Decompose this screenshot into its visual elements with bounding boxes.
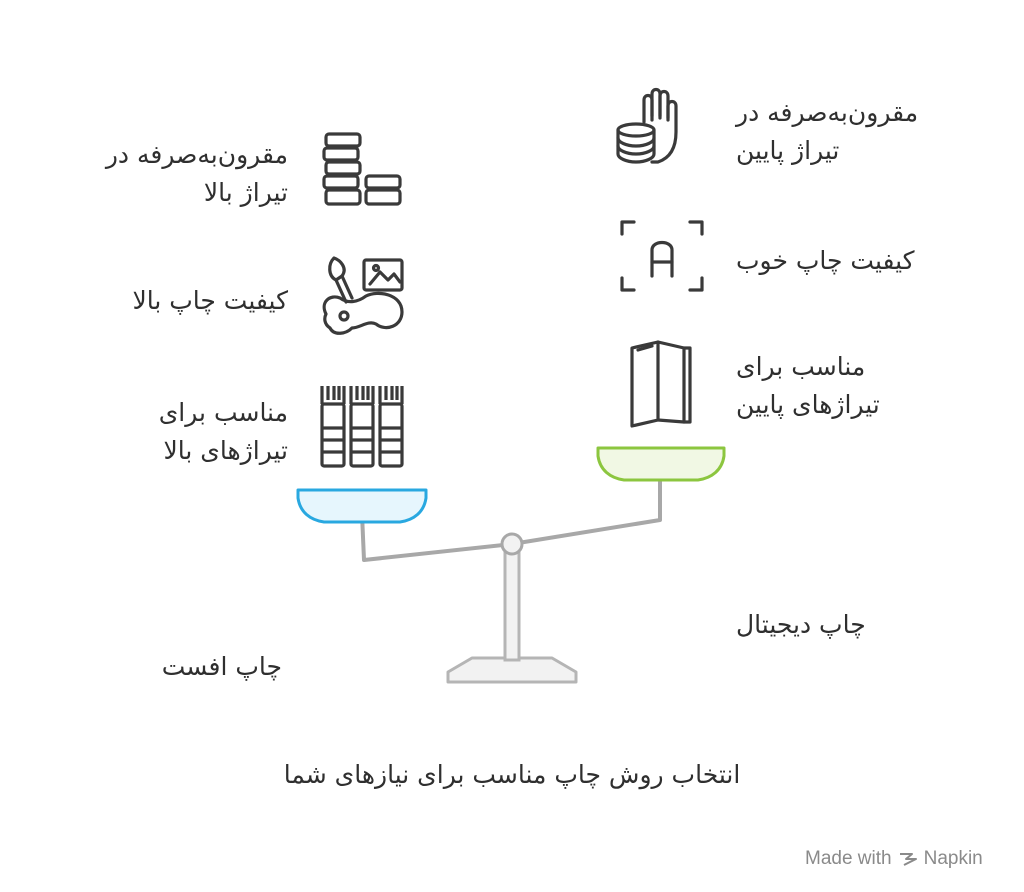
right-pan [596, 446, 726, 482]
hand-coins-icon [616, 87, 678, 164]
napkin-watermark: Made with Napkin [805, 848, 983, 870]
left-item-cost-label: مقرون‌به‌صرفه در تیراژ بالا [105, 140, 288, 207]
right-item-cost-label: مقرون‌به‌صرفه در تیراژ پایین [736, 98, 919, 165]
paint-brush-image-icon [322, 256, 404, 335]
left-item-quality-label: کیفیت چاپ بالا [132, 286, 288, 315]
right-item-volume-label: مناسب برای تیراژهای پایین [736, 352, 880, 419]
left-pan [296, 488, 428, 524]
left-item-volume-label: مناسب برای تیراژهای بالا [158, 398, 288, 465]
scale-pole [503, 546, 521, 662]
books-icon [320, 386, 404, 468]
right-item-quality-label: کیفیت چاپ خوب [736, 246, 915, 275]
left-title: چاپ افست [161, 652, 282, 681]
diagram-caption: انتخاب روش چاپ مناسب برای نیازهای شما [283, 760, 741, 789]
book-icon [630, 340, 692, 428]
scale-base [446, 656, 578, 684]
made-with-text: Made with [805, 848, 892, 869]
napkin-brand-text: Napkin [923, 848, 983, 869]
text-scan-icon [620, 220, 704, 292]
napkin-logo-icon [899, 853, 917, 866]
coin-stack-icon [322, 132, 402, 206]
scale-pivot [500, 532, 524, 556]
right-title: چاپ دیجیتال [736, 610, 866, 639]
